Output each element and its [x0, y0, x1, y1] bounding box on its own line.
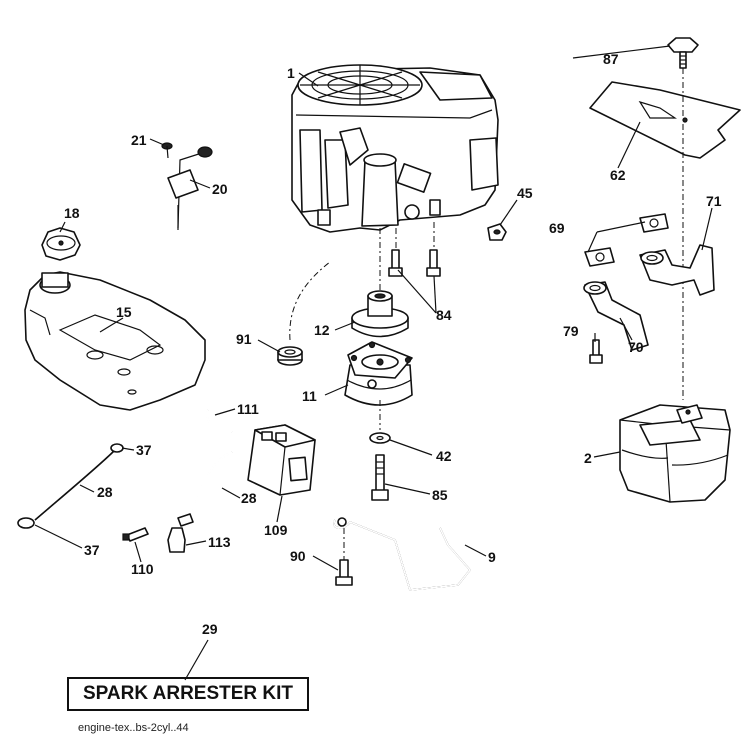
callout-110: 110: [131, 561, 154, 577]
screw-21: [161, 142, 173, 159]
callout-29: 29: [202, 621, 218, 637]
diagram-reference-code: engine-tex..bs-2cyl..44: [78, 722, 189, 734]
electric-clutch: [344, 341, 413, 406]
callout-21: 21: [131, 132, 147, 148]
dipstick: [167, 146, 213, 230]
fuel-line-left: [17, 443, 124, 529]
pulley: [351, 290, 409, 338]
fuel-cap: [41, 227, 81, 261]
bolt-90: [335, 528, 353, 586]
callout-84: 84: [436, 307, 452, 323]
heat-shield: [589, 81, 741, 159]
callout-labels: 1 21 20 18 15 45 69 87 62 71 70 79 84 12…: [64, 51, 722, 637]
support-rod: [333, 517, 472, 591]
callout-113: 113: [208, 534, 231, 550]
callout-69: 69: [549, 220, 565, 236]
callout-18: 18: [64, 205, 80, 221]
elbow-113: [167, 513, 194, 553]
engine-bolts: [388, 222, 441, 277]
callout-90: 90: [290, 548, 306, 564]
leader-91: [289, 261, 331, 341]
gaskets: [584, 213, 669, 267]
callout-1: 1: [287, 65, 295, 81]
leader-lines: [34, 45, 713, 681]
callout-12: 12: [314, 322, 330, 338]
washer: [369, 432, 391, 444]
callout-91: 91: [236, 331, 252, 347]
fitting-110: [122, 527, 149, 542]
exhaust-pipe-71: [639, 244, 715, 296]
fuel-tank: [24, 271, 206, 411]
callout-109: 109: [264, 522, 288, 538]
callout-71: 71: [706, 193, 722, 209]
callout-79: 79: [563, 323, 579, 339]
callout-37-top: 37: [136, 442, 152, 458]
callout-15: 15: [116, 304, 132, 320]
callout-9: 9: [488, 549, 496, 565]
fuel-line-111: [206, 409, 233, 433]
callout-2: 2: [584, 450, 592, 466]
callout-37-bottom: 37: [84, 542, 100, 558]
callout-11: 11: [302, 388, 317, 404]
spacer-91: [277, 346, 303, 366]
callout-42: 42: [436, 448, 452, 464]
exhaust-pipe-70: [583, 281, 649, 351]
callout-28-left: 28: [97, 484, 113, 500]
callout-70: 70: [628, 339, 644, 355]
callout-87: 87: [603, 51, 619, 67]
engine: [291, 64, 499, 233]
callout-85: 85: [432, 487, 448, 503]
spark-arrester-kit-label: SPARK ARRESTER KIT: [67, 677, 309, 711]
nut-45: [487, 223, 507, 241]
callout-28-right: 28: [241, 490, 257, 506]
bolt-79: [589, 339, 603, 364]
clutch-bolt: [371, 454, 389, 501]
muffler: [619, 404, 731, 503]
callout-20: 20: [212, 181, 228, 197]
callout-45: 45: [517, 185, 533, 201]
callout-62: 62: [610, 167, 626, 183]
callout-111: 111: [237, 401, 259, 417]
fuel-line-right: [189, 451, 233, 521]
fuel-filter: [247, 424, 316, 496]
knob-87: [667, 37, 699, 69]
